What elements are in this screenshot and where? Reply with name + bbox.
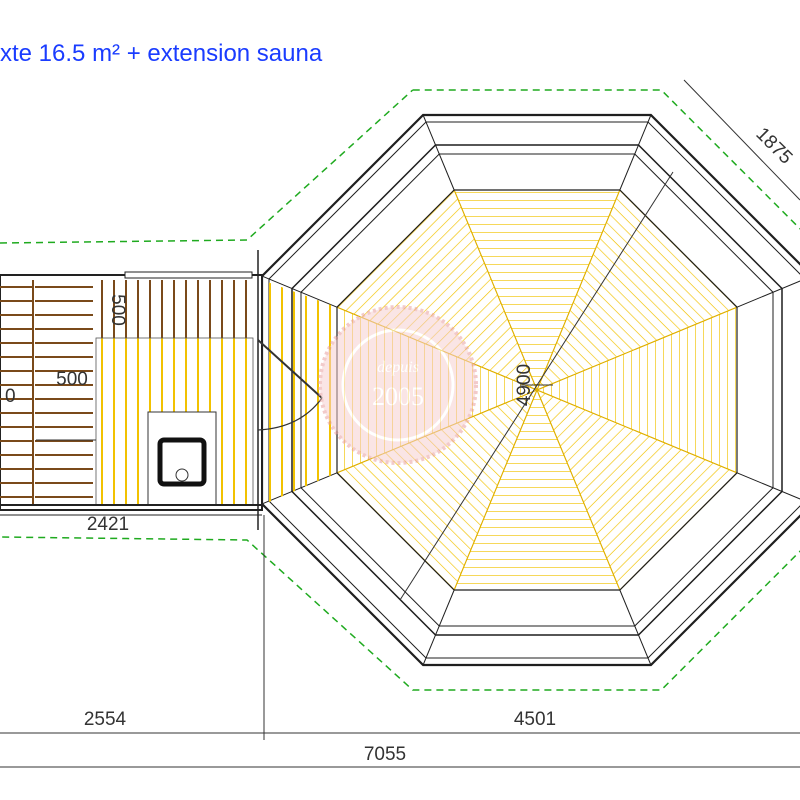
stamp-text-depuis: depuis bbox=[377, 359, 419, 376]
octagon-walls bbox=[260, 113, 800, 667]
bench-lower bbox=[0, 280, 32, 505]
sauna-door[interactable] bbox=[257, 339, 323, 399]
dim-left-total: 2554 bbox=[84, 709, 127, 730]
stamp-text-year: 2005 bbox=[372, 382, 424, 411]
stove-heater-icon bbox=[157, 437, 207, 487]
corner-joint bbox=[619, 589, 652, 666]
corner-joint bbox=[422, 114, 455, 191]
bench-left bbox=[35, 280, 93, 505]
bench-top bbox=[95, 280, 253, 338]
corner-joint bbox=[736, 472, 800, 500]
sauna-extension bbox=[0, 250, 323, 530]
corner-joint bbox=[619, 114, 652, 191]
dim-side-length: 1875 bbox=[752, 124, 797, 169]
dim-sauna-length: 2421 bbox=[87, 514, 129, 535]
dim-bench-width: 500 bbox=[56, 369, 88, 390]
dim-diameter: 4900 bbox=[514, 364, 535, 406]
drawing-title: xte 16.5 m² + extension sauna bbox=[0, 40, 323, 67]
corner-joint bbox=[736, 280, 800, 308]
dimension-lines bbox=[0, 79, 800, 768]
dim-overall-length: 7055 bbox=[364, 744, 406, 765]
watermark-stamp: depuis 2005 bbox=[318, 305, 478, 465]
dim-bench-top: 500 bbox=[107, 294, 128, 326]
dim-bench-partial: 0 bbox=[5, 386, 16, 407]
dim-octagon-width: 4501 bbox=[514, 709, 556, 730]
passage-floor bbox=[262, 280, 337, 505]
corner-joint bbox=[422, 589, 455, 666]
roof-overhang-outline bbox=[0, 89, 800, 691]
corner-joint bbox=[261, 275, 338, 308]
